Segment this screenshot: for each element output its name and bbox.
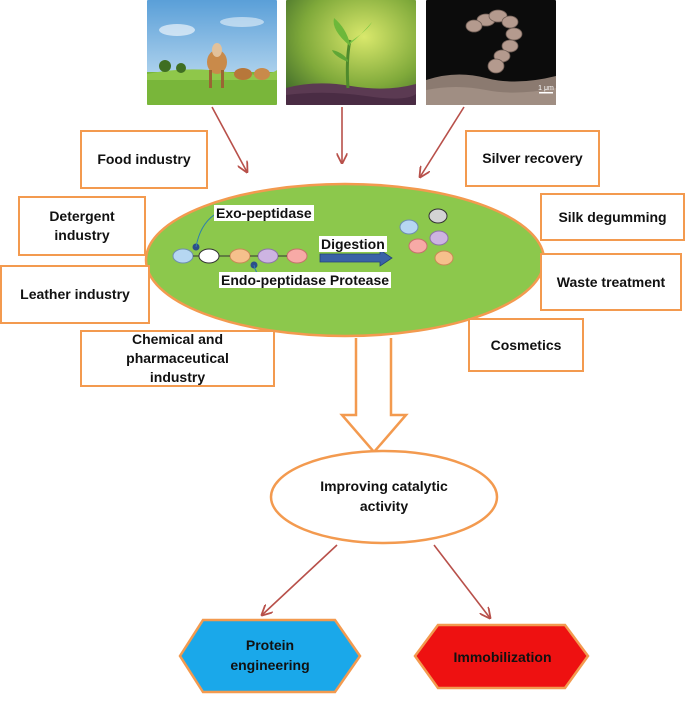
peptide-chain <box>172 214 308 280</box>
immobilization-label: Immobilization <box>453 649 552 665</box>
silver-recovery-box: Silver recovery <box>465 130 600 187</box>
waste-treatment-box: Waste treatment <box>540 253 682 311</box>
microbe-micrograph-photo: 1 μm <box>426 0 556 105</box>
plant-sprout-photo <box>286 0 416 105</box>
cosmetics-box: Cosmetics <box>468 318 584 372</box>
protease-ellipse <box>144 182 546 338</box>
detergent-industry-box: Detergent industry <box>18 196 146 256</box>
arrow-to-immobilization <box>433 544 490 618</box>
digestion-arrow <box>319 249 393 267</box>
cows-in-field-photo <box>147 0 277 105</box>
free-amino-acids <box>399 208 454 266</box>
arrow-microbe-to-center <box>420 106 465 177</box>
leather-industry-box: Leather industry <box>0 265 150 324</box>
improving-catalytic-label: Improving catalytic activity <box>320 478 448 515</box>
digestion-label: Digestion <box>319 236 387 252</box>
scale-bar-label: 1 μm <box>538 85 554 92</box>
arrow-cows-to-center <box>211 106 247 172</box>
arrow-to-protein <box>262 544 338 615</box>
protein-engineering-label: Protein engineering <box>230 637 310 674</box>
down-arrow <box>339 338 409 454</box>
exo-peptidase-label: Exo-peptidase <box>214 205 314 221</box>
silk-degumming-box: Silk degumming <box>540 193 685 241</box>
food-industry-box: Food industry <box>80 130 208 189</box>
chemical-pharmaceutical-box: Chemical and pharmaceutical industry <box>80 330 275 387</box>
endo-peptidase-label: Endo-peptidase Protease <box>219 272 392 288</box>
